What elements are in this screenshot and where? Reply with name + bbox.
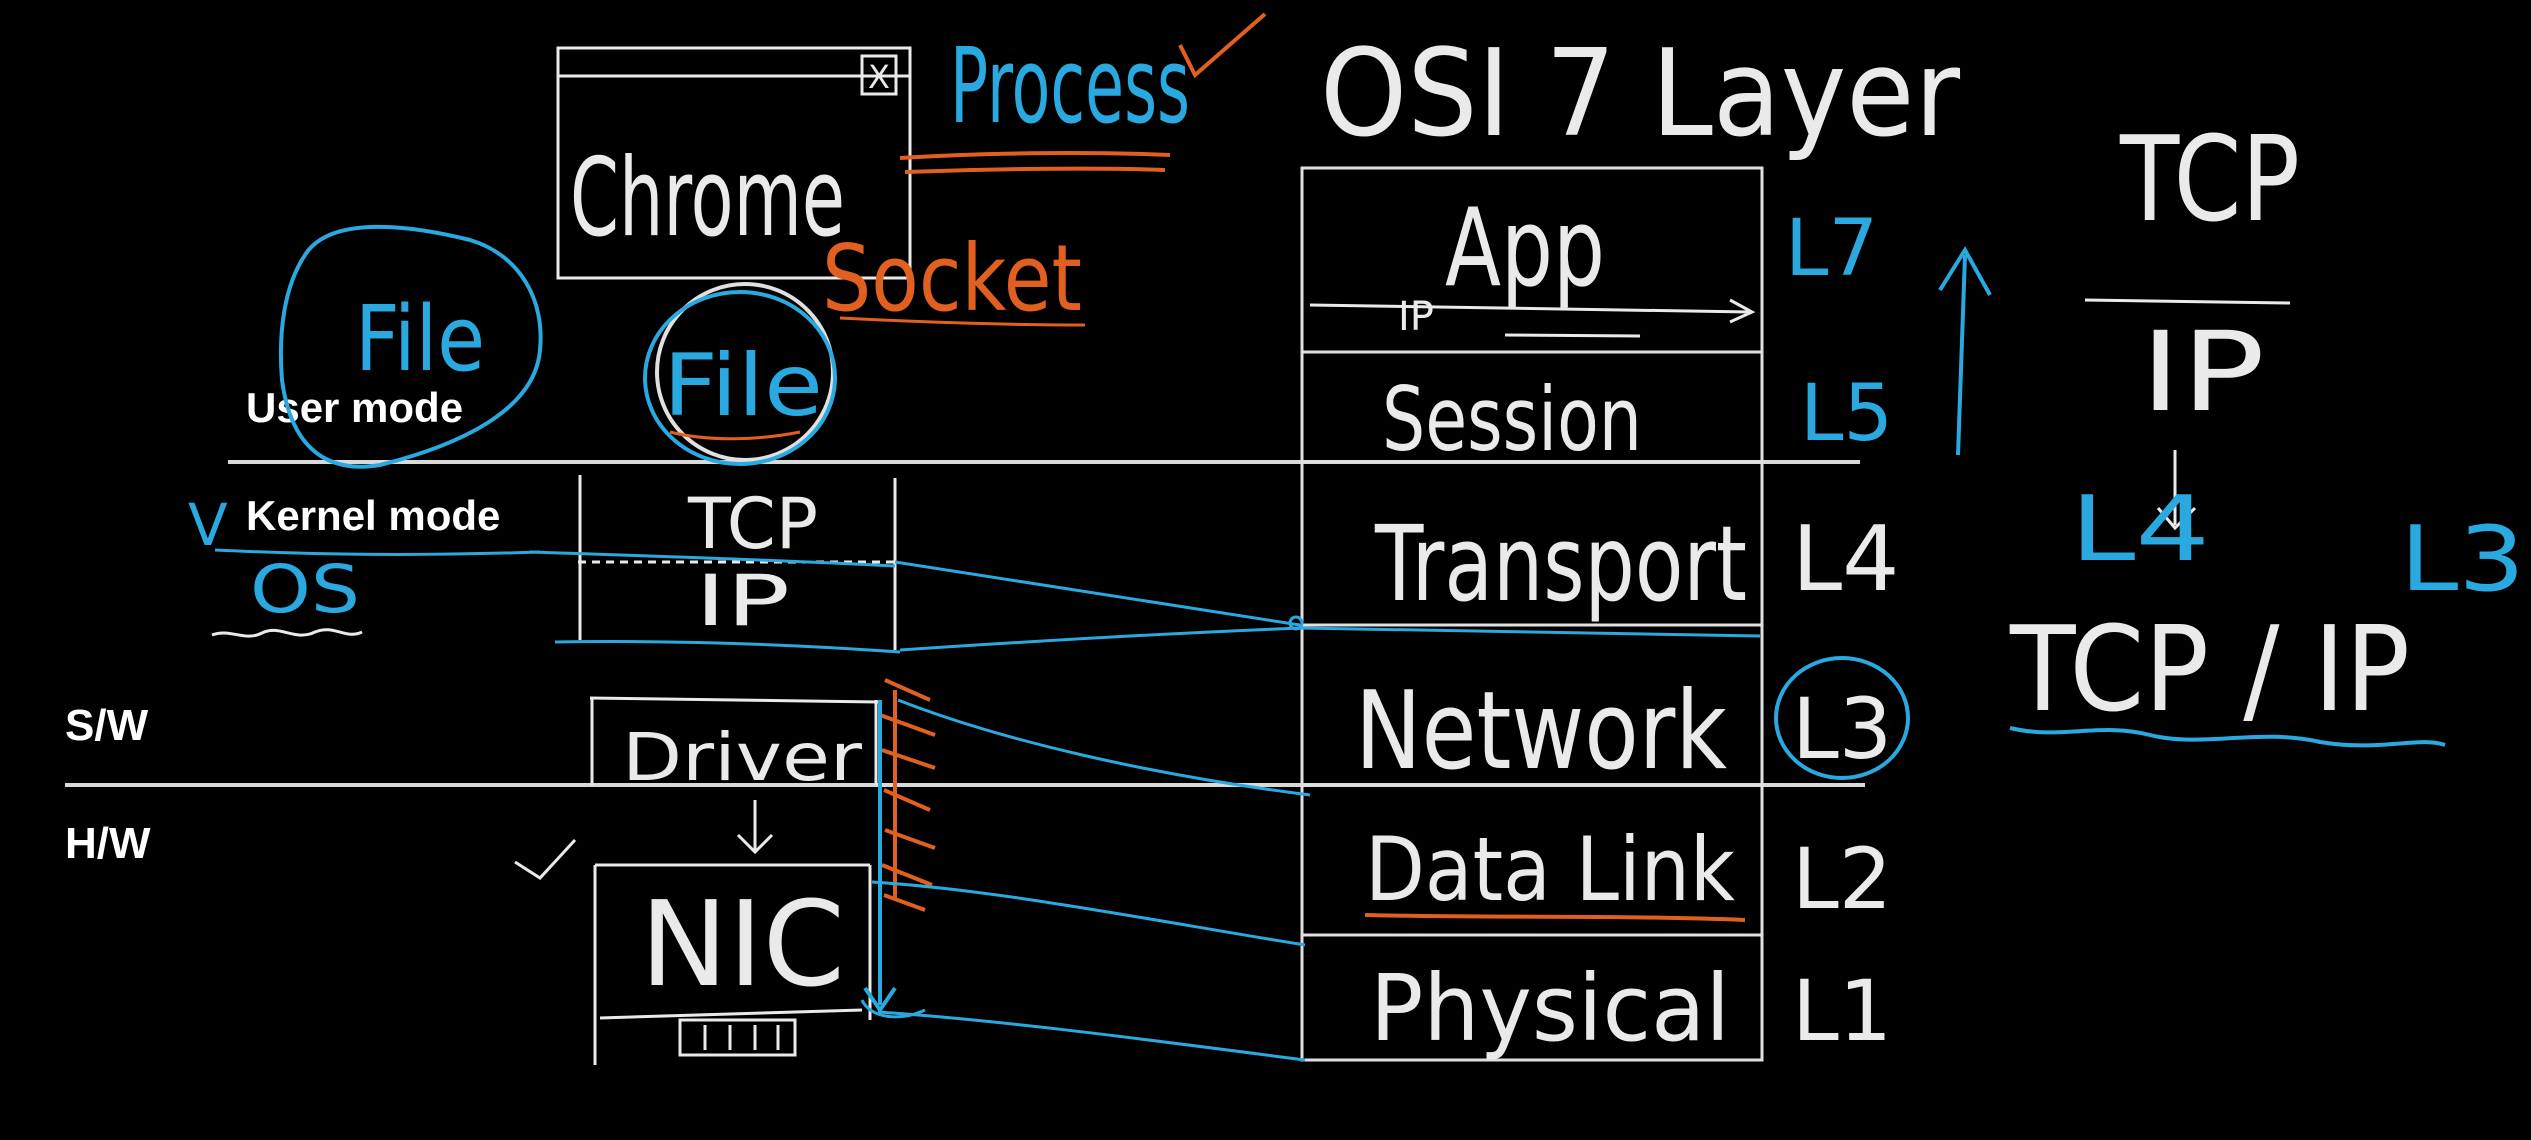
nic-bottom-hook: [860, 999, 926, 1019]
tcpip-top: TCP: [2119, 110, 2300, 248]
datalink-underline: [1364, 913, 1746, 922]
osi-layer-physical: Physical: [1370, 955, 1730, 1062]
file-mid-circle-blue: [643, 290, 837, 466]
osi-layer-datalink: Data Link: [1365, 818, 1735, 921]
osi-title: OSI 7 Layer: [1320, 25, 1961, 164]
osi-level-l3: L3: [1792, 680, 1892, 778]
chrome-window: [556, 46, 912, 280]
osi-level-l2: L2: [1792, 830, 1892, 928]
kernel-underline: [214, 548, 541, 556]
tcpip-down-arrow: [2156, 450, 2197, 531]
process-underline: [899, 151, 1171, 174]
kernel-check: V: [188, 491, 228, 559]
socket-underline: [839, 316, 1086, 327]
driver-label: Driver: [622, 719, 863, 796]
file-mid-label: File: [663, 336, 823, 436]
osi-layer-network: Network: [1355, 669, 1727, 794]
connector-tcp-transport: [894, 560, 1301, 627]
upward-arrow: [1938, 246, 1992, 456]
osi-box: [1300, 166, 1764, 1062]
connector-ip-transport: [899, 626, 1761, 652]
file-left-label: File: [355, 287, 485, 392]
socket-label: Socket: [822, 225, 1082, 332]
kernel-mode-label: Kernel mode: [246, 492, 500, 539]
os-squiggle: [211, 628, 363, 638]
process-check: [1178, 12, 1267, 79]
osi-level-l7: L7: [1785, 204, 1878, 294]
app-ip-arrow: [1309, 298, 1756, 338]
nic-check: [514, 838, 577, 880]
driver-nic-hatch: [879, 678, 936, 912]
connector-nic-datalink: [871, 880, 1306, 947]
osi-layer-app: App: [1445, 186, 1605, 311]
l3-circle: [1774, 656, 1910, 780]
file-mid-underline: [669, 430, 801, 441]
nic-down-arrow: [863, 700, 897, 1014]
nic-label: NIC: [640, 875, 845, 1013]
tcpip-label: TCP / IP: [2009, 600, 2410, 738]
connector-nic-physical: [877, 1010, 1306, 1062]
tcpip-squiggle: [2009, 726, 2446, 748]
l3-note: L3: [2400, 507, 2525, 612]
tcpip-fraction-bar: [2084, 298, 2291, 305]
osi-layer-transport: Transport: [1374, 503, 1747, 625]
osi-level-l4: L4: [1792, 507, 1899, 612]
connector-driver-network: [897, 698, 1311, 797]
stack-blue-top: [529, 550, 896, 568]
osi-level-l1: L1: [1792, 962, 1892, 1060]
kernel-stack-box: [578, 475, 897, 650]
stack-ip-label: IP: [695, 560, 790, 642]
driver-box: [589, 696, 879, 785]
stack-blue-bottom: [554, 640, 901, 654]
os-label: OS: [250, 551, 360, 628]
osi-level-l5: L5: [1800, 369, 1893, 459]
chrome-label: Chrome: [570, 136, 845, 261]
stack-tcp-label: TCP: [687, 483, 818, 565]
driver-arrow: [736, 800, 774, 855]
osi-layer-session: Session: [1382, 368, 1642, 471]
app-ip-label: IP: [1398, 294, 1434, 340]
connector-dot: [1288, 615, 1304, 631]
file-left-circle: [278, 224, 543, 469]
close-icon: X: [868, 58, 890, 96]
l4-note: L4: [2070, 477, 2210, 582]
sw-label: S/W: [65, 701, 149, 750]
tcpip-bottom: IP: [2140, 308, 2265, 436]
hw-label: H/W: [65, 819, 151, 868]
process-label: Process: [950, 25, 1190, 147]
